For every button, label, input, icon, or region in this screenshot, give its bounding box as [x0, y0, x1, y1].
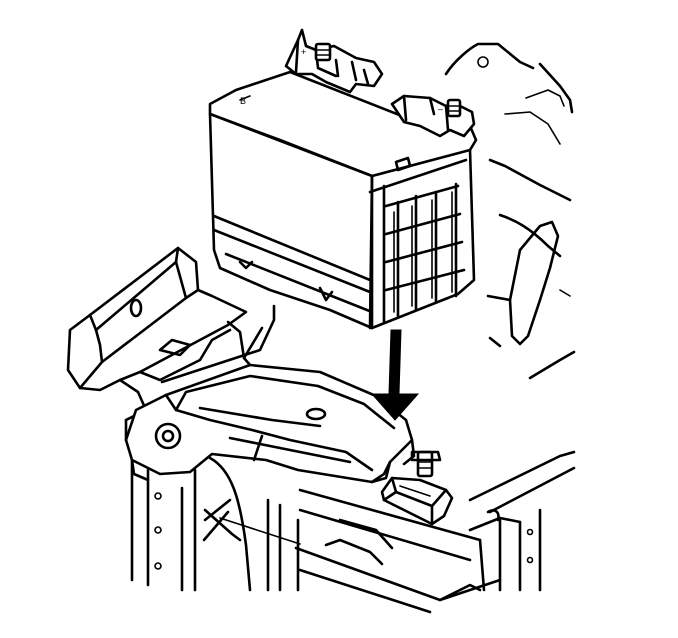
battery: B + – [208, 28, 478, 330]
positive-terminal-mark: + [301, 47, 306, 57]
install-direction-arrow [370, 329, 420, 421]
left-bracket [66, 246, 248, 442]
right-body-structure [444, 42, 576, 380]
negative-terminal-mark: – [438, 104, 443, 114]
positive-terminal: + [284, 28, 384, 94]
battery-tray [124, 304, 416, 484]
battery-top-mark: B [240, 96, 246, 106]
hold-down-bolt [380, 450, 454, 526]
negative-terminal: – [390, 94, 476, 138]
